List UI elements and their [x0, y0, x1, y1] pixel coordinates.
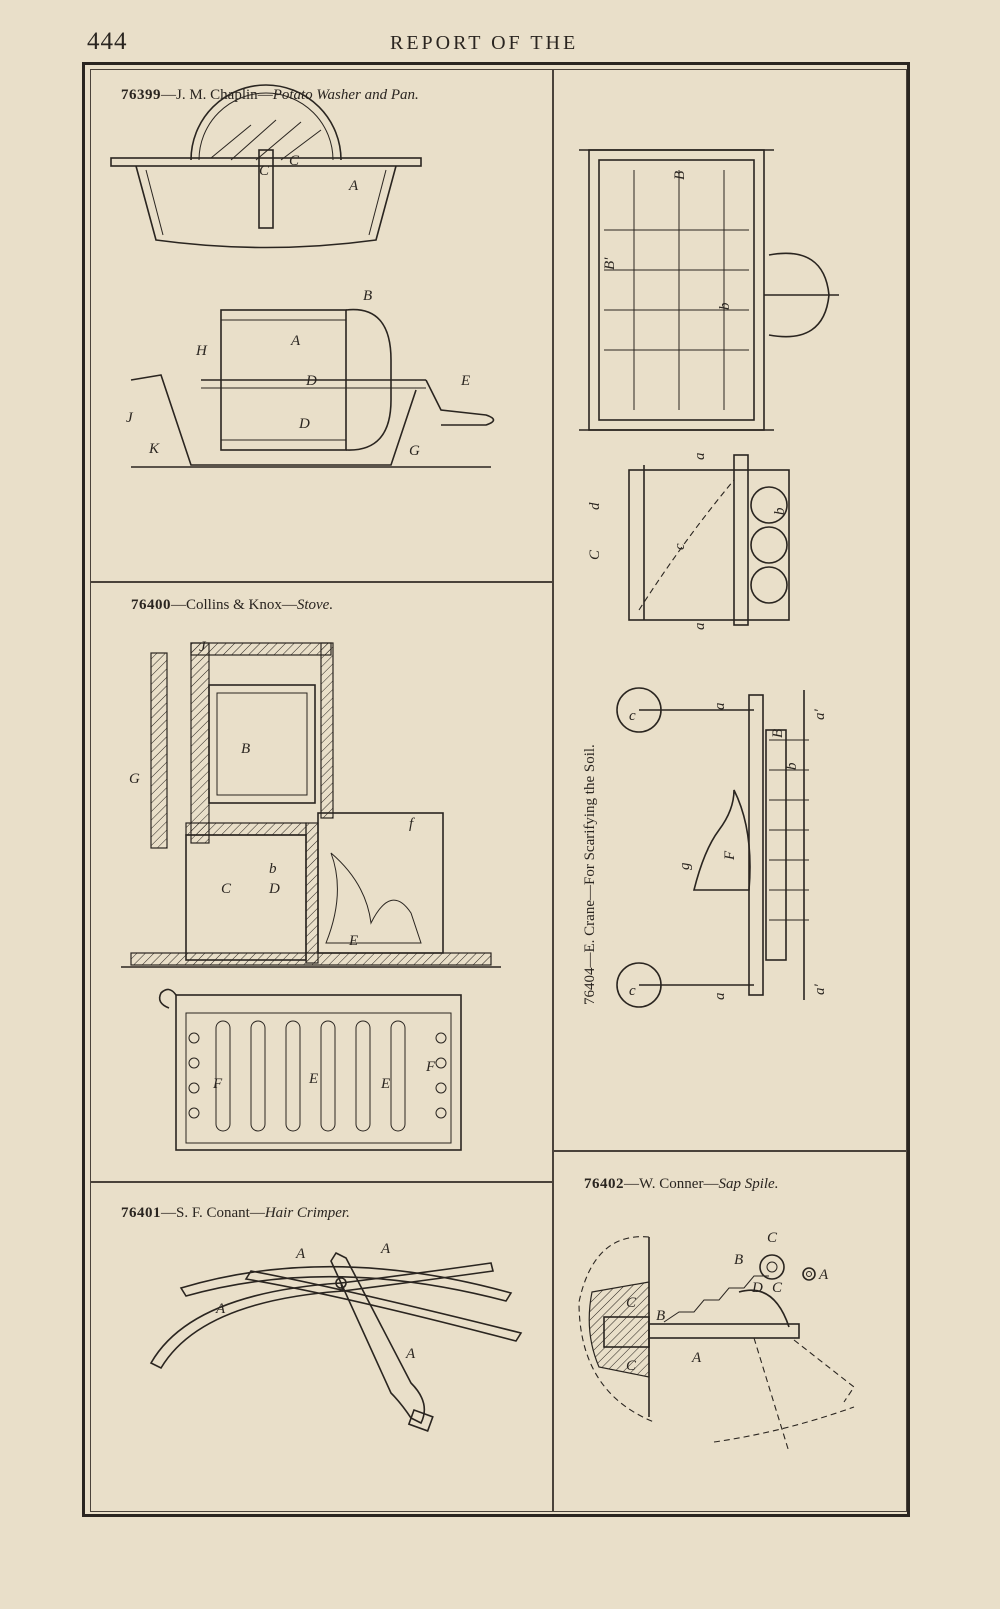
svg-text:C: C: [289, 153, 300, 169]
svg-text:a: a: [692, 453, 708, 461]
svg-text:E: E: [348, 933, 358, 949]
figure-number: 76401: [121, 1205, 161, 1221]
svg-text:K: K: [148, 441, 160, 457]
svg-text:A: A: [818, 1267, 829, 1283]
figure-panel-76401: 76401—S. F. Conant—Hair Crimper. A A A A: [90, 1182, 553, 1512]
svg-text:F: F: [425, 1059, 436, 1075]
svg-text:D: D: [305, 373, 317, 389]
svg-text:a': a': [812, 984, 828, 996]
svg-text:A: A: [348, 178, 359, 194]
hair-crimper-drawing: A A A A: [149, 1241, 523, 1432]
svg-text:D: D: [298, 416, 310, 432]
svg-text:A: A: [215, 1301, 226, 1317]
svg-text:C: C: [767, 1230, 778, 1246]
figure-number: 76402: [584, 1176, 624, 1192]
figure-caption-76401: 76401—S. F. Conant—Hair Crimper.: [121, 1205, 350, 1221]
svg-text:A: A: [295, 1246, 306, 1262]
figure-caption-76402: 76402—W. Conner—Sap Spile.: [584, 1176, 779, 1192]
svg-text:b: b: [784, 762, 800, 770]
svg-text:B: B: [734, 1252, 743, 1268]
svg-text:B: B: [672, 171, 688, 180]
svg-text:a: a: [712, 703, 728, 711]
page-header: 444 REPORT OF THE: [0, 22, 1000, 62]
svg-text:E: E: [380, 1076, 390, 1092]
patent-plate: 76399—J. M. Chaplin—Potato Washer and Pa…: [82, 62, 910, 1517]
figure-patentee: Collins & Knox: [186, 597, 282, 613]
svg-text:b: b: [717, 302, 733, 310]
svg-text:B: B: [770, 729, 786, 738]
svg-text:b: b: [772, 507, 788, 515]
svg-text:c: c: [629, 983, 636, 999]
stove-drawing: J B G CbD Ef F E E F: [121, 639, 501, 1151]
soil-scarifier-drawing: B' B b C c b a a d: [579, 149, 839, 1008]
svg-text:c: c: [629, 708, 636, 724]
page-number: 444: [87, 28, 128, 55]
svg-text:C: C: [626, 1295, 637, 1311]
svg-text:A: A: [380, 1241, 391, 1257]
svg-text:g: g: [677, 862, 693, 870]
svg-text:A: A: [691, 1350, 702, 1366]
svg-text:F: F: [722, 850, 738, 861]
svg-text:f: f: [409, 816, 415, 832]
figure-panel-76404: 76404—E. Crane—For Scarifying the Soil. …: [553, 69, 907, 1151]
svg-text:C: C: [221, 881, 232, 897]
potato-washer-drawing: B A H D D E G JK A C C: [110, 84, 495, 468]
svg-text:J: J: [126, 410, 134, 426]
svg-text:a: a: [712, 993, 728, 1001]
svg-text:a: a: [692, 623, 708, 631]
figure-number: 76399: [121, 87, 161, 103]
svg-text:B: B: [363, 288, 372, 304]
svg-text:C: C: [772, 1280, 783, 1296]
figure-caption-76400: 76400—Collins & Knox—Stove.: [131, 597, 334, 613]
svg-text:A: A: [405, 1346, 416, 1362]
svg-text:J: J: [199, 639, 207, 655]
svg-text:B: B: [241, 741, 250, 757]
figure-title: Sap Spile.: [718, 1176, 779, 1192]
figure-panel-76399: 76399—J. M. Chaplin—Potato Washer and Pa…: [90, 69, 553, 582]
figure-patentee: W. Conner: [639, 1176, 704, 1192]
svg-text:a': a': [812, 709, 828, 721]
svg-text:G: G: [409, 443, 420, 459]
svg-text:C: C: [259, 163, 270, 179]
svg-text:c: c: [672, 543, 688, 550]
svg-text:C: C: [587, 549, 603, 560]
svg-text:B: B: [656, 1308, 665, 1324]
svg-text:E: E: [460, 373, 470, 389]
running-head: REPORT OF THE: [390, 32, 579, 54]
svg-text:B': B': [602, 257, 618, 270]
figure-title: Hair Crimper.: [264, 1205, 350, 1221]
svg-text:D: D: [268, 881, 280, 897]
svg-text:E: E: [308, 1071, 318, 1087]
figure-title: Stove.: [296, 597, 334, 613]
svg-text:C: C: [626, 1358, 637, 1374]
svg-text:A: A: [290, 333, 301, 349]
svg-text:b: b: [269, 861, 277, 877]
figure-number: 76400: [131, 597, 171, 613]
figure-patentee: S. F. Conant: [176, 1205, 250, 1221]
svg-text:d: d: [587, 502, 603, 510]
svg-text:H: H: [195, 343, 208, 359]
svg-text:D: D: [751, 1280, 763, 1296]
svg-text:F: F: [212, 1076, 223, 1092]
svg-text:G: G: [129, 771, 140, 787]
